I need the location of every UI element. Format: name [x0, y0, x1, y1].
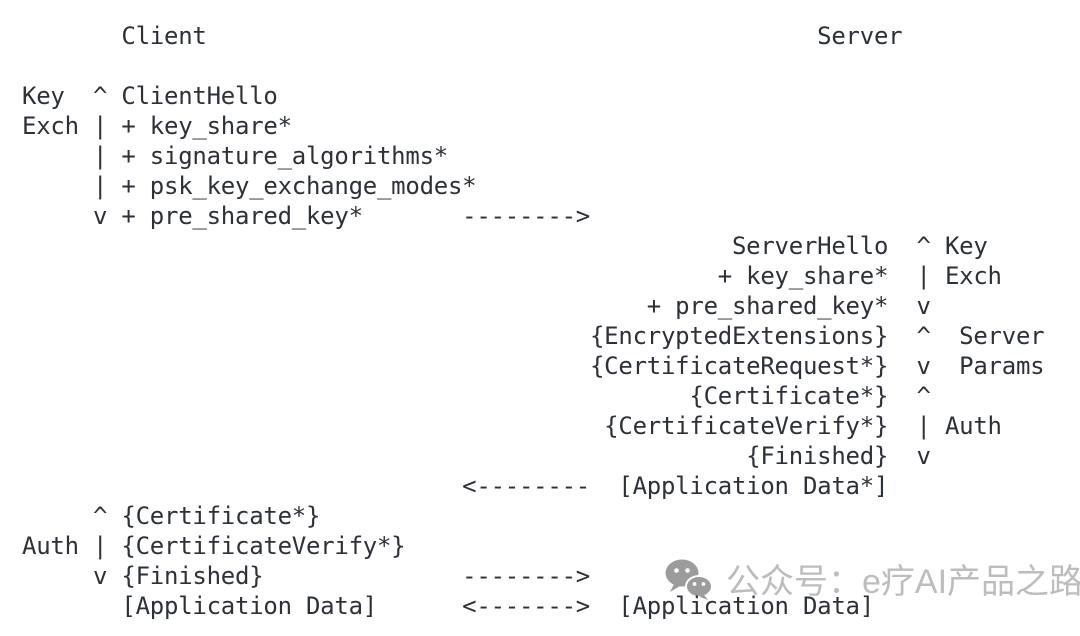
diagram-line-server-finished: {Finished} v — [22, 442, 931, 470]
tls13-handshake-ascii-diagram: Client Server Key ^ ClientHello Exch | +… — [22, 21, 1045, 621]
diagram-line-signature-algorithms: | + signature_algorithms* — [22, 142, 448, 170]
diagram-line-key-share: Exch | + key_share* — [22, 112, 292, 140]
diagram-line-server-key-share: + key_share* | Exch — [22, 262, 1002, 290]
diagram-line-headers: Client Server — [22, 22, 903, 50]
wechat-icon — [665, 559, 713, 600]
diagram-line-server-pre-shared-key: + pre_shared_key* v — [22, 292, 931, 320]
diagram-line-client-certificate: ^ {Certificate*} — [22, 502, 321, 530]
diagram-line-client-certificate-verify: Auth | {CertificateVerify*} — [22, 532, 406, 560]
diagram-line-application-data: [Application Data] <-------> [Applicatio… — [22, 592, 874, 620]
diagram-line-certificate-request: {CertificateRequest*} v Params — [22, 352, 1045, 380]
watermark-text: 公众号：e疗AI产品之路 — [726, 563, 1080, 601]
diagram-line-serverhello: ServerHello ^ Key — [22, 232, 988, 260]
diagram-line-encrypted-extensions: {EncryptedExtensions} ^ Server — [22, 322, 1045, 350]
diagram-line-client-finished-arrow: v {Finished} --------> — [22, 562, 590, 590]
diagram-line-clienthello: Key ^ ClientHello — [22, 82, 278, 110]
diagram-line-server-application-data: <-------- [Application Data*] — [22, 472, 889, 500]
diagram-line-server-certificate-verify: {CertificateVerify*} | Auth — [22, 412, 1002, 440]
diagram-line-server-certificate: {Certificate*} ^ — [22, 382, 931, 410]
diagram-line-pre-shared-key-arrow: v + pre_shared_key* --------> — [22, 202, 590, 230]
diagram-line-psk-key-exchange-modes: | + psk_key_exchange_modes* — [22, 172, 477, 200]
watermark: 公众号：e疗AI产品之路 — [664, 554, 1080, 603]
diagram-line-blank — [22, 51, 1044, 81]
